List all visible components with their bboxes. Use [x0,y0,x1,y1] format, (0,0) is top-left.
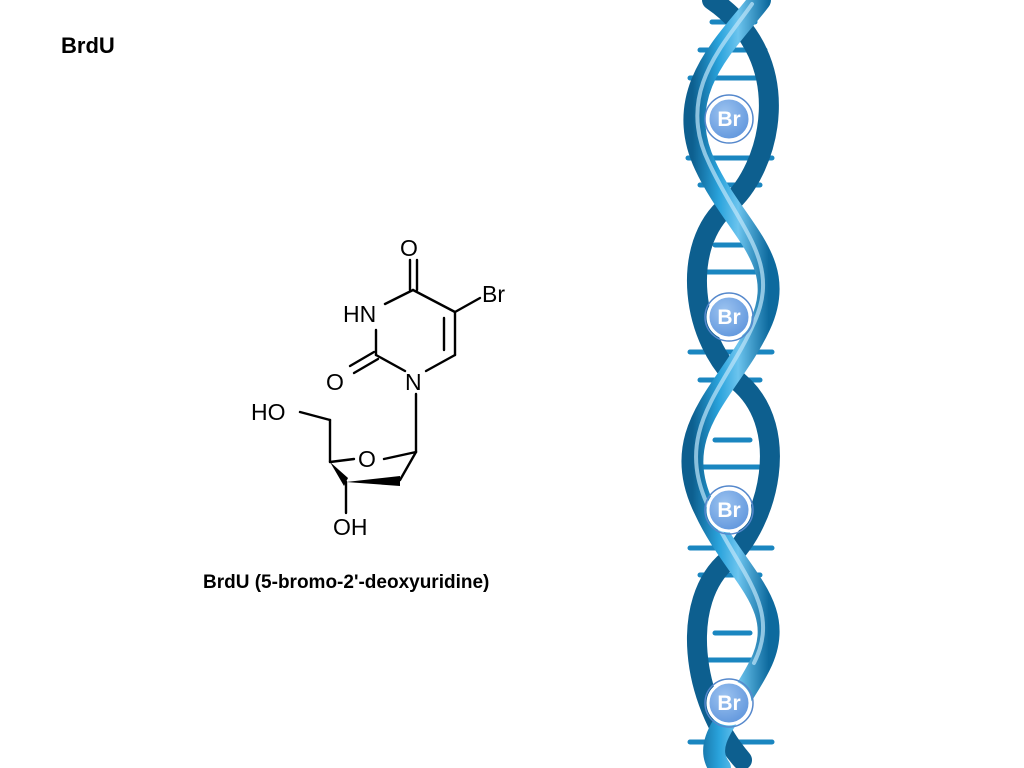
atom-o-left: O [326,369,344,395]
dna-helix-illustration: Br Br Br Br [681,0,780,768]
molecule-caption: BrdU (5-bromo-2'-deoxyuridine) [203,572,490,593]
bond-n3-c4 [383,288,415,306]
br-badge-1: Br [704,94,754,144]
br-label-1: Br [717,108,740,131]
br-label-4: Br [717,692,740,715]
atom-br: Br [482,281,505,307]
atom-hn: HN [343,301,376,327]
brdu-structure-diagram: O Br HN O N HO O OH [251,235,505,540]
atom-n: N [405,369,422,395]
bond-c2-o-double [352,357,380,375]
bond-n1-c2 [374,353,407,373]
atom-oh: OH [333,514,368,540]
atom-o-ring: O [358,446,376,472]
br-badge-4: Br [704,678,754,728]
slide-title: BrdU [61,33,115,58]
atom-ho: HO [251,399,286,425]
dna-strand-back [686,0,780,768]
bond-o-c4prime [328,457,356,464]
bond-c1prime-c2prime [398,450,418,482]
atom-o-top: O [400,235,418,261]
br-label-3: Br [717,499,740,522]
wedge-c4prime-c3prime [330,462,348,486]
br-badge-2: Br [704,292,754,342]
br-badge-3: Br [704,485,754,535]
br-label-2: Br [717,306,740,329]
bond-c5prime-oh [298,410,332,422]
bond-c6-n1 [424,353,457,373]
bond-c2-o [348,350,376,368]
bond-c5-br [453,296,482,314]
bond-c4-c5 [411,288,457,314]
wedge-c3prime-c2prime [346,476,400,486]
bond-o-c1prime [382,450,418,461]
